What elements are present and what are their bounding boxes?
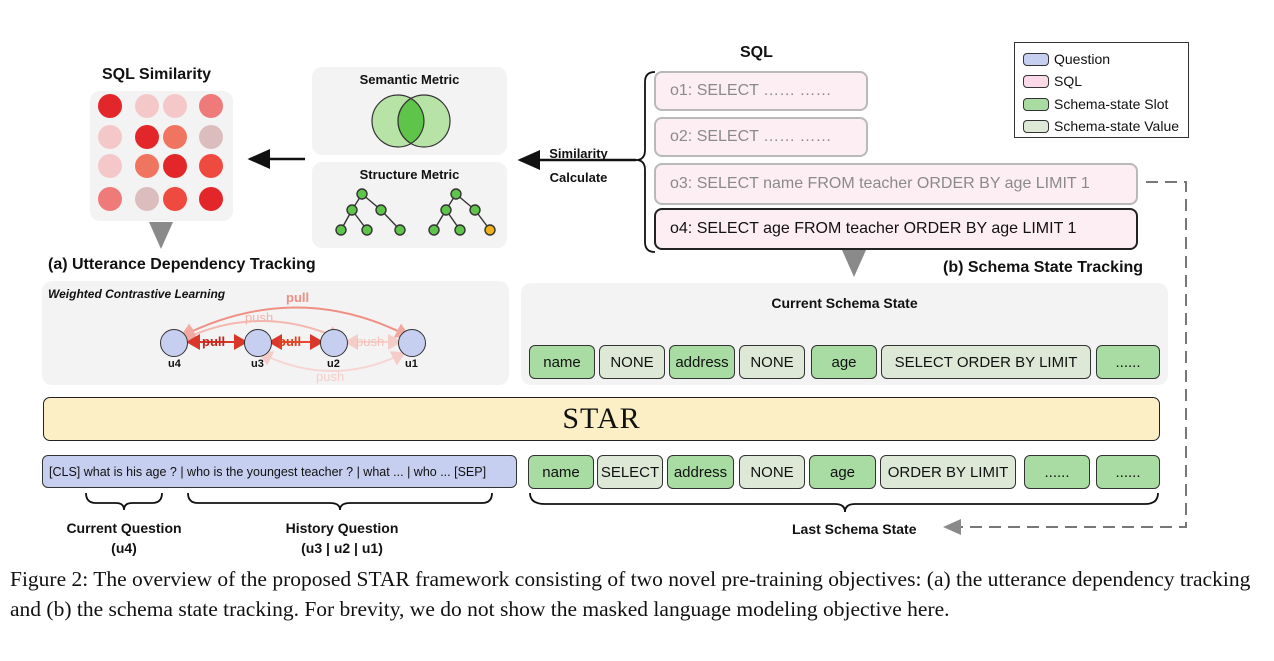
- push-label-u2-u1: push: [356, 334, 385, 349]
- legend-value: Schema-state Value: [1023, 118, 1179, 134]
- history-question-label: History Question (u3 | u2 | u1): [285, 520, 399, 556]
- schema-cell-slot: address: [669, 345, 735, 379]
- history-question-brace: [187, 492, 493, 511]
- schema-cell-slot: age: [809, 455, 876, 489]
- similarity-cell: [98, 125, 122, 149]
- similarity-cell: [199, 154, 223, 178]
- node-u1: [398, 329, 426, 357]
- node-u3: [244, 329, 272, 357]
- legend: Question SQL Schema-state Slot Schema-st…: [1014, 42, 1189, 138]
- similarity-matrix: [90, 91, 233, 221]
- push-label-bottom: push: [316, 369, 345, 384]
- similarity-calculate-label: Similarity Calculate: [549, 146, 608, 185]
- schema-cell-slot: ......: [1096, 345, 1160, 379]
- similarity-cell: [98, 187, 122, 211]
- sql-item-o3: o3: SELECT name FROM teacher ORDER BY ag…: [654, 163, 1138, 205]
- similarity-cell: [98, 94, 122, 118]
- pull-label-outer: pull: [286, 290, 310, 305]
- venn-icon: [371, 94, 451, 148]
- figure-caption: Figure 2: The overview of the proposed S…: [10, 567, 1251, 621]
- similarity-cell: [163, 154, 187, 178]
- contrastive-subtitle: Weighted Contrastive Learning: [48, 287, 226, 301]
- similarity-cell: [199, 187, 223, 211]
- similarity-cell: [163, 125, 187, 149]
- sql-item-o1: o1: SELECT …… ……: [654, 71, 868, 111]
- schema-cell-slot: name: [529, 345, 595, 379]
- semantic-metric-panel: Semantic Metric: [312, 67, 507, 155]
- similarity-cell: [135, 125, 159, 149]
- push-label-top: push: [245, 310, 274, 325]
- similarity-cell: [199, 125, 223, 149]
- current-state-title: Current Schema State: [771, 295, 918, 311]
- node-label-u4: u4: [168, 358, 181, 370]
- contrastive-panel: Weighted Contrastive Learning pull push …: [42, 281, 509, 385]
- legend-question: Question: [1023, 51, 1110, 67]
- last-state-brace: [529, 492, 1159, 513]
- sql-item-o4: o4: SELECT age FROM teacher ORDER BY age…: [654, 208, 1138, 250]
- pull-label-u4-u3: pull: [202, 334, 226, 349]
- node-label-u3: u3: [251, 358, 264, 370]
- node-label-u2: u2: [327, 358, 340, 370]
- node-u4: [160, 329, 188, 357]
- sql-brace: [635, 71, 656, 253]
- similarity-cell: [135, 187, 159, 211]
- semantic-metric-label: Semantic Metric: [359, 72, 460, 87]
- similarity-cell: [163, 94, 187, 118]
- similarity-cell: [163, 187, 187, 211]
- utterance-tracking-title: (a) Utterance Dependency Tracking: [48, 256, 316, 273]
- structure-metric-label: Structure Metric: [359, 167, 460, 182]
- pull-label-u3-u2: pull: [278, 334, 302, 349]
- schema-cell-slot: ......: [1096, 455, 1160, 489]
- star-label: STAR: [562, 402, 641, 435]
- current-question-brace: [85, 492, 163, 511]
- similarity-cell: [135, 154, 159, 178]
- star-model-bar: STAR: [43, 397, 1160, 441]
- node-u2: [320, 329, 348, 357]
- last-state-title: Last Schema State: [792, 521, 917, 537]
- current-question-label: Current Question (u4): [66, 520, 182, 556]
- schema-cell-slot: name: [528, 455, 594, 489]
- tree-icon: [335, 188, 496, 236]
- schema-cell-val: ORDER BY LIMIT: [880, 455, 1016, 489]
- schema-cell-slot: ......: [1024, 455, 1090, 489]
- schema-cell-slot: age: [811, 345, 877, 379]
- structure-metric-panel: Structure Metric: [312, 162, 507, 248]
- schema-cell-val: SELECT ORDER BY LIMIT: [881, 345, 1091, 379]
- question-input-bar: [CLS] what is his age ? | who is the you…: [42, 455, 517, 488]
- node-label-u1: u1: [405, 358, 418, 370]
- question-input-text: [CLS] what is his age ? | who is the you…: [49, 464, 487, 479]
- similarity-cell: [98, 154, 122, 178]
- sql-title: SQL: [740, 44, 773, 61]
- schema-cell-val: NONE: [599, 345, 665, 379]
- schema-cell-val: NONE: [739, 455, 805, 489]
- dashed-loop: [943, 181, 1187, 535]
- similarity-cell: [199, 94, 223, 118]
- similarity-cell: [135, 94, 159, 118]
- schema-cell-val: NONE: [739, 345, 805, 379]
- sql-item-o2: o2: SELECT …… ……: [654, 117, 868, 157]
- schema-cell-val: SELECT: [597, 455, 663, 489]
- legend-slot: Schema-state Slot: [1023, 96, 1168, 112]
- schema-cell-slot: address: [667, 455, 734, 489]
- schema-tracking-title: (b) Schema State Tracking: [943, 259, 1144, 276]
- sql-similarity-title: SQL Similarity: [102, 66, 212, 83]
- legend-sql: SQL: [1023, 73, 1082, 89]
- contrastive-arrows: [180, 306, 410, 372]
